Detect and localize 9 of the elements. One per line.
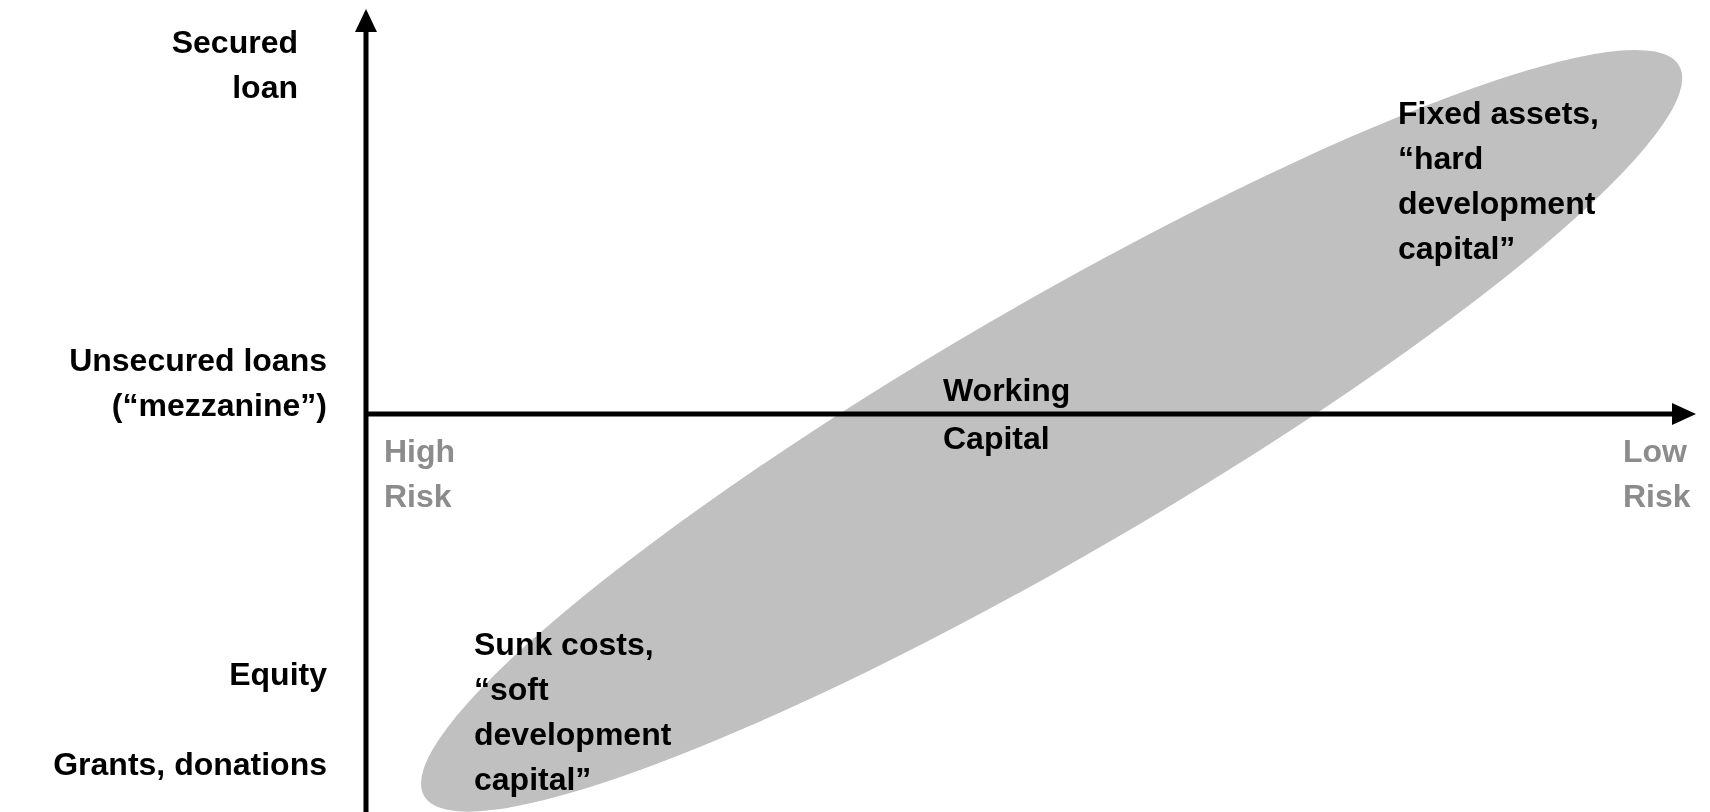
axis-label: Grants, donations	[52, 745, 327, 784]
axis-label: High Risk	[384, 432, 457, 516]
ellipse-text: Sunk costs, “soft development capital”	[474, 625, 673, 799]
ellipse-text: Working Capital	[943, 371, 1072, 458]
ellipse-text: Fixed assets, “hard development capital”	[1398, 94, 1600, 268]
axis-label: Secured loan	[170, 23, 298, 107]
axis-label: Equity	[228, 655, 327, 694]
axis-label: Low Risk	[1623, 432, 1692, 516]
axis-label: Unsecured loans (“mezzanine”)	[68, 341, 327, 425]
